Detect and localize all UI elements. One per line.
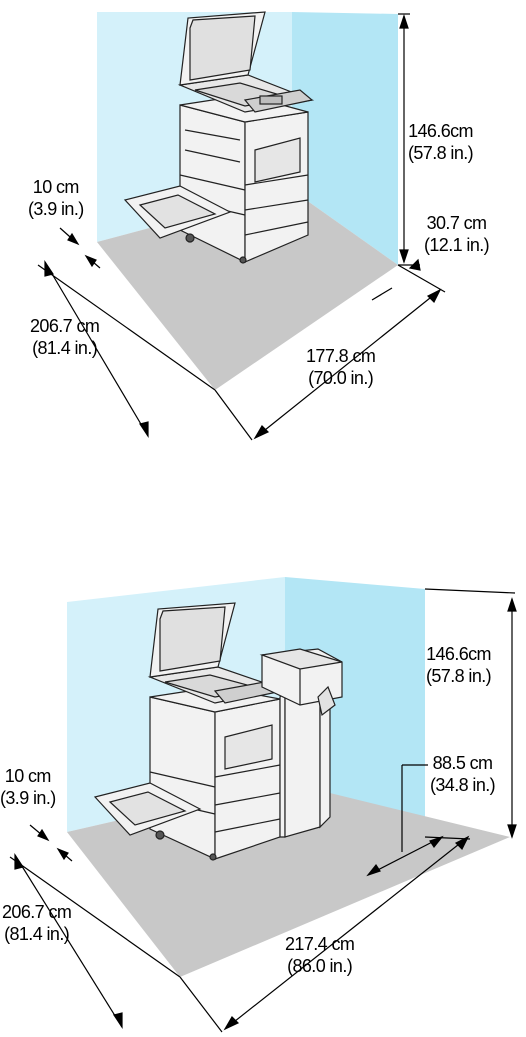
clearance-diagram-finisher: 146.6cm (57.8 in.) 88.5 cm (34.8 in.) 10… bbox=[0, 537, 526, 1037]
finisher-width-label: 88.5 cm (34.8 in.) bbox=[430, 753, 496, 795]
side-clearance-label: 10 cm (3.9 in.) bbox=[0, 766, 56, 808]
width-label: 217.4 cm (86.0 in.) bbox=[285, 934, 355, 976]
floor-area bbox=[97, 190, 398, 390]
depth-label: 206.7 cm (81.4 in.) bbox=[30, 316, 100, 358]
height-label: 146.6cm (57.8 in.) bbox=[408, 121, 474, 163]
printer-base-model bbox=[123, 11, 315, 264]
width-label: 177.8 cm (70.0 in.) bbox=[306, 346, 376, 388]
clearance-diagram-base: 146.6cm (57.8 in.) 30.7 cm (12.1 in.) 10… bbox=[0, 0, 526, 500]
clearance-drawing bbox=[37, 11, 446, 441]
height-label: 146.6cm (57.8 in.) bbox=[426, 644, 492, 686]
clearance-drawing-finisher bbox=[9, 577, 517, 1033]
depth-label: 206.7 cm (81.4 in.) bbox=[2, 902, 72, 944]
dimension-lines bbox=[37, 13, 446, 441]
printer-with-finisher bbox=[93, 602, 343, 861]
side-clearance-label: 10 cm (3.9 in.) bbox=[28, 177, 84, 219]
right-wall bbox=[292, 12, 398, 265]
rear-clearance-label: 30.7 cm (12.1 in.) bbox=[424, 213, 490, 255]
dimension-lines bbox=[9, 588, 517, 1033]
